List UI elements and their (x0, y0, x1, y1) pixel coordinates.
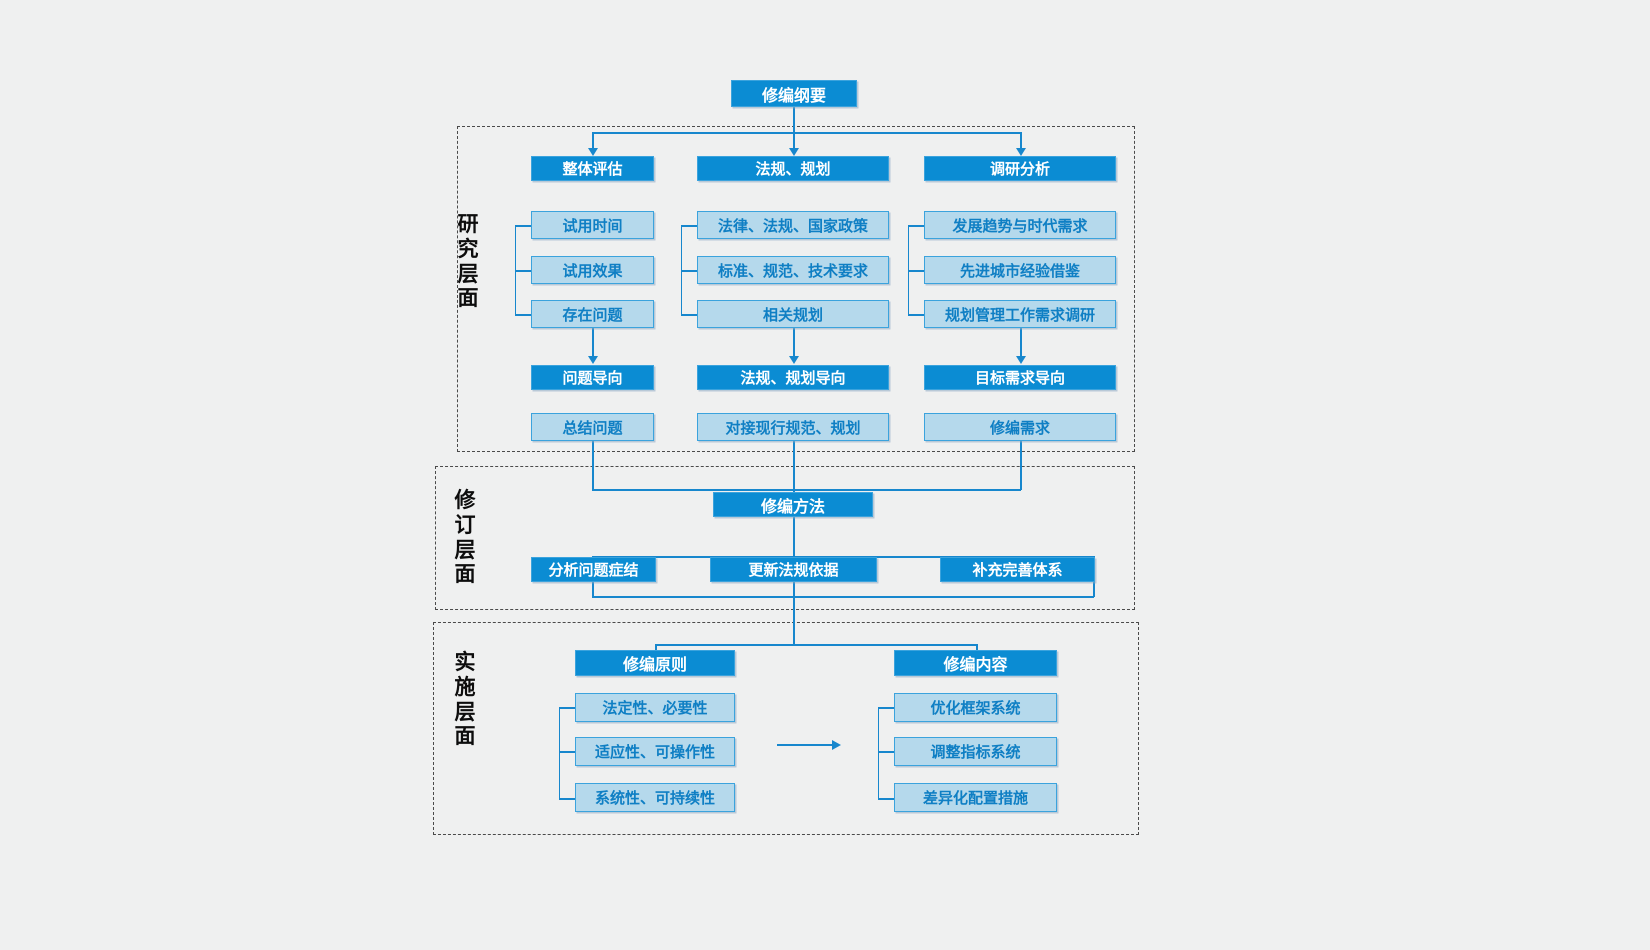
layer-label-implementation: 实 施 层 面 (452, 651, 478, 750)
bracket-tick-impl0-0 (559, 707, 576, 709)
bracket-tick-col3-0 (908, 225, 925, 227)
connector-rev0-down (592, 582, 594, 597)
layer-label-research-char-1: 究 (457, 237, 479, 261)
layer-label-revision: 修 订 层 面 (452, 489, 478, 588)
bracket-tick-col1-0 (515, 225, 532, 227)
bracket-tick-impl1-2 (878, 798, 895, 800)
node-impl-group0-item-0[interactable]: 法定性、必要性 (575, 693, 735, 722)
connector-root-drop-col2 (793, 132, 795, 149)
connector-col1-to-orientation (592, 328, 594, 357)
bracket-tick-col1-1 (515, 270, 532, 272)
connector-revision-collector (592, 596, 1094, 598)
arrowhead-col2-orientation (789, 356, 799, 364)
node-col2-header[interactable]: 法规、规划 (697, 156, 889, 181)
layer-label-revision-char-1: 订 (454, 513, 476, 537)
layer-label-research-char-3: 面 (457, 287, 479, 311)
layer-container-research (457, 126, 1135, 452)
node-revision-item-2[interactable]: 补充完善体系 (940, 557, 1095, 582)
connector-rev1-down-to-impl (793, 582, 795, 645)
arrowhead-root-col1 (588, 148, 598, 156)
node-col2-item-1[interactable]: 标准、规范、技术要求 (697, 256, 889, 284)
node-method-header[interactable]: 修编方法 (713, 492, 873, 517)
bracket-impl-group0 (559, 707, 560, 799)
connector-col2-to-orientation (793, 328, 795, 357)
node-impl-group1-item-2[interactable]: 差异化配置措施 (894, 783, 1057, 812)
connector-impl-distributor (655, 644, 977, 646)
arrowhead-col1-orientation (588, 356, 598, 364)
node-revision-item-0[interactable]: 分析问题症结 (531, 557, 656, 582)
connector-outcome3-down (1020, 427, 1022, 490)
connector-root-drop-col1 (592, 132, 594, 149)
node-col1-orientation[interactable]: 问题导向 (531, 365, 654, 390)
bracket-col2 (681, 225, 682, 314)
layer-label-research-char-2: 层 (457, 262, 479, 286)
node-impl-group0-item-2[interactable]: 系统性、可持续性 (575, 783, 735, 812)
node-col3-header[interactable]: 调研分析 (924, 156, 1116, 181)
node-impl-group1-header[interactable]: 修编内容 (894, 650, 1057, 676)
bracket-tick-impl0-1 (559, 751, 576, 753)
node-impl-group0-item-1[interactable]: 适应性、可操作性 (575, 737, 735, 766)
bracket-tick-col3-2 (908, 314, 925, 316)
node-impl-group0-header[interactable]: 修编原则 (575, 650, 735, 676)
layer-container-revision (435, 466, 1135, 610)
bracket-impl-group1 (878, 707, 879, 799)
connector-method-collector (592, 489, 1021, 491)
node-col2-item-0[interactable]: 法律、法规、国家政策 (697, 211, 889, 239)
layer-label-revision-char-0: 修 (454, 489, 476, 512)
layer-label-revision-char-2: 层 (454, 538, 476, 562)
connector-method-distributor (592, 556, 1093, 558)
arrowhead-root-col3 (1016, 148, 1026, 156)
connector-impl-drop-left (655, 644, 657, 652)
layer-label-implementation-char-0: 实 (454, 651, 476, 674)
connector-rev2-down (1093, 582, 1095, 597)
connector-impl-drop-right (976, 644, 978, 652)
connector-outcome2-down (793, 427, 795, 500)
node-col1-item-0[interactable]: 试用时间 (531, 211, 654, 239)
node-col1-item-2[interactable]: 存在问题 (531, 300, 654, 328)
arrowhead-groups-link (832, 740, 841, 750)
connector-groups-link (777, 744, 834, 746)
node-col3-item-0[interactable]: 发展趋势与时代需求 (924, 211, 1116, 239)
arrowhead-col3-orientation (1016, 356, 1026, 364)
bracket-tick-col2-0 (681, 225, 698, 227)
bracket-col1 (515, 225, 516, 314)
bracket-tick-col3-1 (908, 270, 925, 272)
node-col1-header[interactable]: 整体评估 (531, 156, 654, 181)
bracket-tick-col2-2 (681, 314, 698, 316)
bracket-tick-impl1-1 (878, 751, 895, 753)
bracket-tick-col2-1 (681, 270, 698, 272)
node-col2-orientation[interactable]: 法规、规划导向 (697, 365, 889, 390)
node-col3-outcome[interactable]: 修编需求 (924, 413, 1116, 441)
bracket-tick-impl1-0 (878, 707, 895, 709)
connector-root-stem (793, 107, 795, 133)
layer-label-implementation-char-2: 层 (454, 700, 476, 724)
layer-container-implementation (433, 622, 1139, 835)
node-revision-item-1[interactable]: 更新法规依据 (710, 557, 877, 582)
node-col2-outcome[interactable]: 对接现行规范、规划 (697, 413, 889, 441)
connector-root-distributor (592, 132, 1021, 134)
node-root-outline[interactable]: 修编纲要 (731, 80, 857, 107)
layer-label-implementation-char-3: 面 (454, 725, 476, 749)
layer-label-research-char-0: 研 (457, 213, 479, 236)
layer-label-revision-char-3: 面 (454, 563, 476, 587)
bracket-col3 (908, 225, 909, 314)
bracket-tick-col1-2 (515, 314, 532, 316)
bracket-tick-impl0-2 (559, 798, 576, 800)
node-col3-item-1[interactable]: 先进城市经验借鉴 (924, 256, 1116, 284)
layer-label-research: 研 究 层 面 (455, 213, 481, 312)
node-col1-outcome[interactable]: 总结问题 (531, 413, 654, 441)
node-impl-group1-item-0[interactable]: 优化框架系统 (894, 693, 1057, 722)
node-col1-item-1[interactable]: 试用效果 (531, 256, 654, 284)
connector-outcome1-down (592, 427, 594, 490)
node-impl-group1-item-1[interactable]: 调整指标系统 (894, 737, 1057, 766)
layer-label-implementation-char-1: 施 (454, 675, 476, 699)
connector-method-stem (793, 517, 795, 557)
connector-col3-to-orientation (1020, 328, 1022, 357)
node-col3-orientation[interactable]: 目标需求导向 (924, 365, 1116, 390)
arrowhead-root-col2 (789, 148, 799, 156)
node-col3-item-2[interactable]: 规划管理工作需求调研 (924, 300, 1116, 328)
node-col2-item-2[interactable]: 相关规划 (697, 300, 889, 328)
connector-root-drop-col3 (1020, 132, 1022, 149)
